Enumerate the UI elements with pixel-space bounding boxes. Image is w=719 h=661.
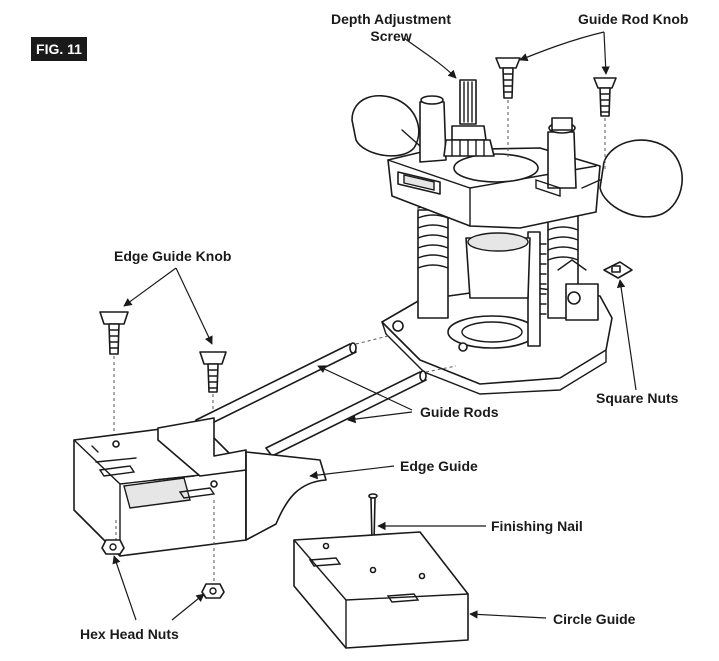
label-square-nuts: Square Nuts [596,390,679,406]
figure-number-badge: FIG. 11 [31,37,87,61]
router-base-assembly [351,79,683,395]
label-guide-rods: Guide Rods [420,404,499,420]
edge-guide-block [73,417,327,557]
label-depth-adjustment-screw: Depth Adjustment Screw [316,11,466,45]
label-depth-adjustment-screw-line2: Screw [370,28,412,44]
label-circle-guide: Circle Guide [553,611,636,627]
label-depth-adjustment-screw-line1: Depth Adjustment [330,11,452,27]
label-guide-rod-knob: Guide Rod Knob [578,11,689,27]
label-hex-head-nuts: Hex Head Nuts [80,626,179,642]
label-finishing-nail: Finishing Nail [491,518,583,534]
label-edge-guide: Edge Guide [400,458,478,474]
hex-head-nuts-parts [101,539,225,599]
circle-guide-block [293,531,469,649]
edge-guide-knob-parts [99,311,227,468]
guide-rod-knob-parts [495,57,633,279]
label-edge-guide-knob: Edge Guide Knob [114,248,232,264]
leader-lines [112,31,637,621]
